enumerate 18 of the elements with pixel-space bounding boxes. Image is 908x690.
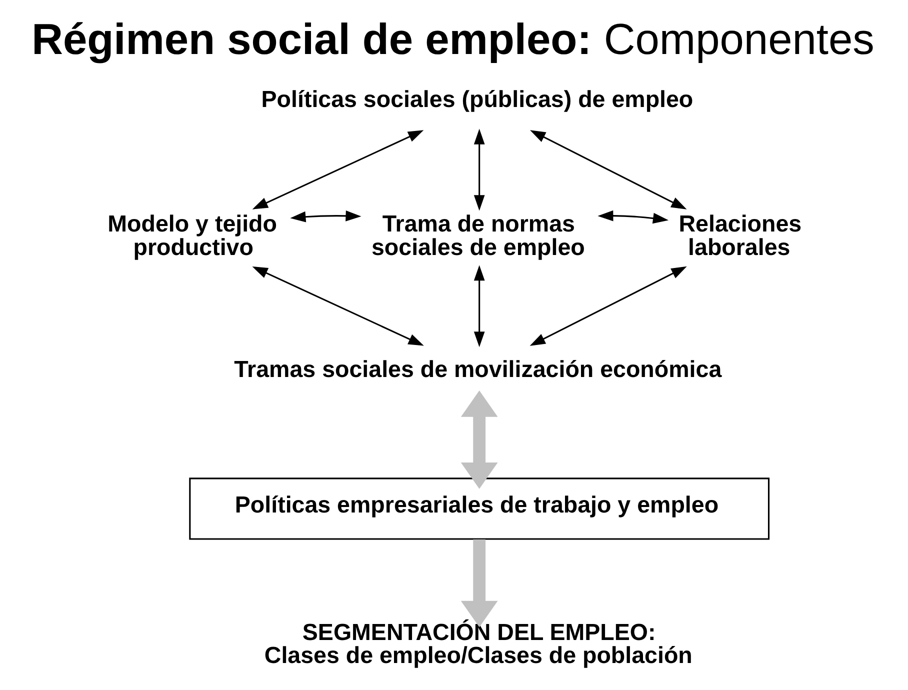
node-text: Políticas sociales (públicas) de empleo [260,86,693,112]
arrow [252,266,424,346]
node-text: Tramas sociales de movilización económica [234,356,722,382]
node-text: Trama de normas sociales de empleo [370,210,584,260]
arrow [597,210,668,224]
arrow [460,539,498,628]
node-text: SEGMENTACIÓN DEL EMPLEO: Clases de empleo/Clases de población [264,618,692,668]
arrow [290,210,361,222]
node-box: Políticas empresariales de trabajo y empleo [188,478,770,540]
node-text: Relaciones laborales [678,210,802,260]
arrow [252,130,424,210]
arrow [530,130,686,210]
arrow [460,390,498,489]
arrow [473,265,484,348]
node-text: Modelo y tejido productivo [107,210,276,260]
arrow [473,128,484,211]
arrow [529,266,686,346]
diagram-title: Régimen social de empleo: Componentes [31,16,874,64]
